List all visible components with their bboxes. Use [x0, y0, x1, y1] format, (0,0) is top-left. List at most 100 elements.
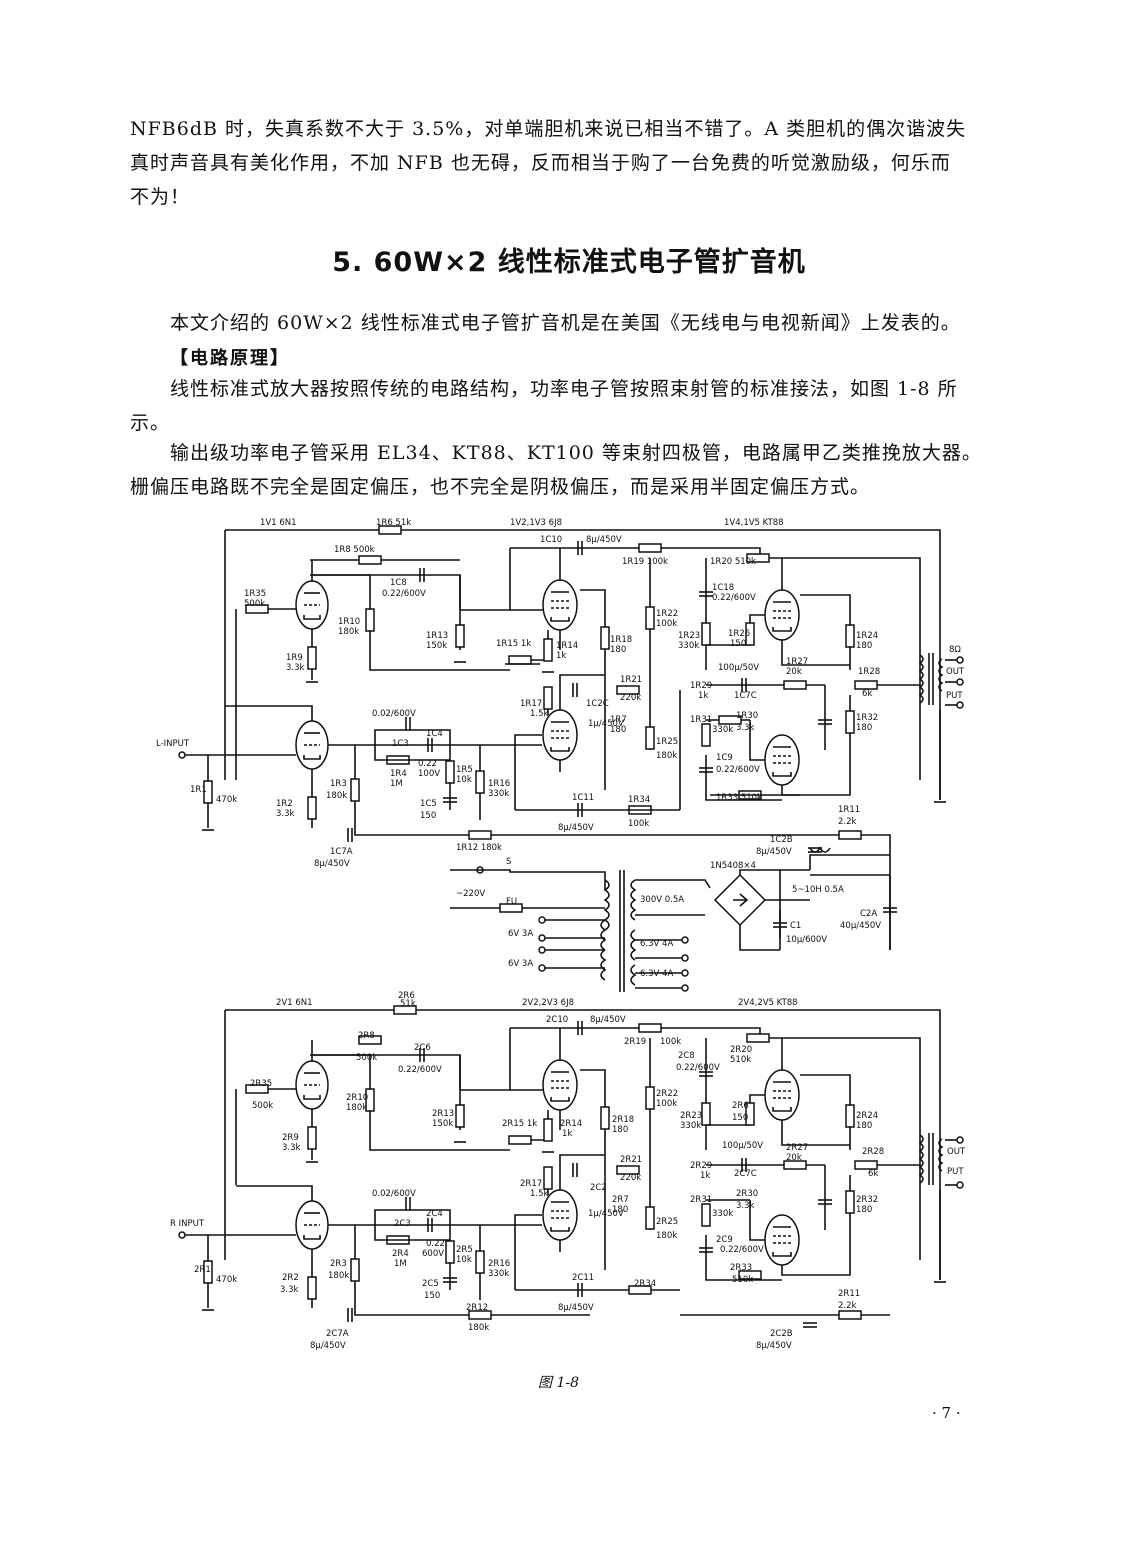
label: 220k	[620, 1173, 641, 1183]
label: 1R30	[736, 711, 758, 721]
tube-2v1-lower	[295, 1200, 329, 1250]
tube-2v2	[542, 1059, 578, 1111]
label: 180k	[328, 1271, 349, 1281]
label: 20k	[786, 667, 802, 677]
label: 1R2	[276, 799, 293, 809]
label: R INPUT	[170, 1219, 205, 1229]
label: 1R26	[728, 629, 750, 639]
label: 2R10	[346, 1093, 368, 1103]
label: 0.22/600V	[398, 1065, 442, 1075]
label: 3.3k	[276, 809, 295, 819]
label: 1C2C	[586, 699, 609, 709]
tube-1v2	[542, 579, 578, 631]
label: 2C2B	[770, 1329, 793, 1339]
label: 180k	[338, 627, 359, 637]
label: 1C5	[420, 799, 437, 809]
page-number: · 7 ·	[932, 1404, 961, 1422]
figure-caption: 图 1-8	[538, 1375, 579, 1391]
label: 2R27	[786, 1143, 808, 1153]
label: 180	[612, 1205, 628, 1215]
label: 2C6	[414, 1043, 431, 1053]
channel-right-schematic	[178, 1005, 964, 1328]
label: 1R13	[426, 631, 448, 641]
label: 100V	[418, 769, 440, 779]
label: 1R34	[628, 795, 650, 805]
amplifier-schematic: 1V1 6N1 1R6 51k 1V2,1V3 6J8 1V4,1V5 KT88…	[156, 518, 966, 1351]
section-title: 5. 60W×2 线性标准式电子管扩音机	[332, 247, 806, 278]
label: 1R21	[620, 675, 642, 685]
paragraph-circuit: 线性标准式放大器按照传统的电路结构，功率电子管按照束射管的标准接法，如图 1-8…	[130, 372, 1010, 440]
label: PUT	[947, 1167, 964, 1177]
label: 1M	[394, 1259, 407, 1269]
tube-1v4-kt88	[764, 589, 800, 641]
label: 2V1 6N1	[276, 998, 313, 1008]
label: 330k	[488, 789, 509, 799]
label: 1k	[700, 1171, 710, 1181]
label: 100k	[660, 1037, 681, 1047]
label: 180	[610, 725, 626, 735]
subheading: 【电路原理】	[170, 348, 290, 369]
label: 180	[856, 1205, 872, 1215]
label: 1μ/450V	[588, 1209, 624, 1219]
label: 330k	[712, 1209, 733, 1219]
label: OUT	[946, 667, 965, 677]
label: 10k	[456, 1255, 472, 1265]
label: 8μ/450V	[558, 1303, 594, 1313]
label: 2.2k	[838, 1301, 857, 1311]
label: 2R19	[624, 1037, 646, 1047]
labels-left-channel: 1V1 6N1 1R6 51k 1V2,1V3 6J8 1V4,1V5 KT88…	[156, 518, 965, 869]
label: 8μ/450V	[756, 847, 792, 857]
label: 300V 0.5A	[640, 895, 684, 905]
label: L-INPUT	[156, 739, 190, 749]
power-supply	[450, 846, 898, 992]
label: 2R16	[488, 1259, 510, 1269]
text-line: 真时声音具有美化作用，不加 NFB 也无碍，反而相当于购了一台免费的听觉激励级，…	[130, 152, 951, 174]
label: 8Ω	[949, 645, 961, 655]
label: 2R12	[466, 1303, 488, 1313]
label: 2R8	[358, 1031, 375, 1041]
label: 1R32	[856, 713, 878, 723]
label: 8μ/450V	[558, 823, 594, 833]
label: 1R24	[856, 631, 878, 641]
label: 1N5408×4	[710, 861, 756, 871]
label: 1R29	[690, 681, 712, 691]
label: 2R4	[392, 1249, 409, 1259]
label: 2R33	[730, 1263, 752, 1273]
output-transformer-left	[919, 652, 943, 706]
label: 20k	[786, 1153, 802, 1163]
label: 1C8	[390, 578, 407, 588]
label: 2R18	[612, 1115, 634, 1125]
label: 2R15 1k	[502, 1119, 537, 1129]
label: 0.02/600V	[372, 709, 416, 719]
label: 500k	[356, 1053, 377, 1063]
label: 2R6	[398, 991, 415, 1001]
label: 2R9	[282, 1133, 299, 1143]
text-line: 不为！	[130, 186, 191, 208]
label: 0.22/600V	[676, 1063, 720, 1073]
label: 2R35	[250, 1079, 272, 1089]
label: 1k	[698, 691, 708, 701]
label: 1R7	[610, 715, 627, 725]
label: C2A	[860, 909, 877, 919]
label: 330k	[712, 725, 733, 735]
label: 1C18	[712, 583, 734, 593]
label: 180	[610, 645, 626, 655]
label: 220k	[620, 693, 641, 703]
label: 470k	[216, 1275, 237, 1285]
label: 2R31	[690, 1195, 712, 1205]
tube-2v1-upper	[295, 1060, 329, 1110]
label: 5~10H 0.5A	[792, 885, 844, 895]
label: 180k	[326, 791, 347, 801]
label: 1R12 180k	[456, 843, 502, 853]
label: S	[506, 857, 511, 867]
label: 8μ/450V	[756, 1341, 792, 1351]
label: 1R8 500k	[334, 545, 375, 555]
label: 1V4,1V5 KT88	[724, 518, 784, 528]
label: 3.3k	[286, 663, 305, 673]
label: 1R20 510k	[710, 557, 756, 567]
label: 2R24	[856, 1111, 878, 1121]
label: 1R11	[838, 805, 860, 815]
label: 2R1	[194, 1265, 211, 1275]
label: 1C11	[572, 793, 594, 803]
label: 100k	[656, 1099, 677, 1109]
